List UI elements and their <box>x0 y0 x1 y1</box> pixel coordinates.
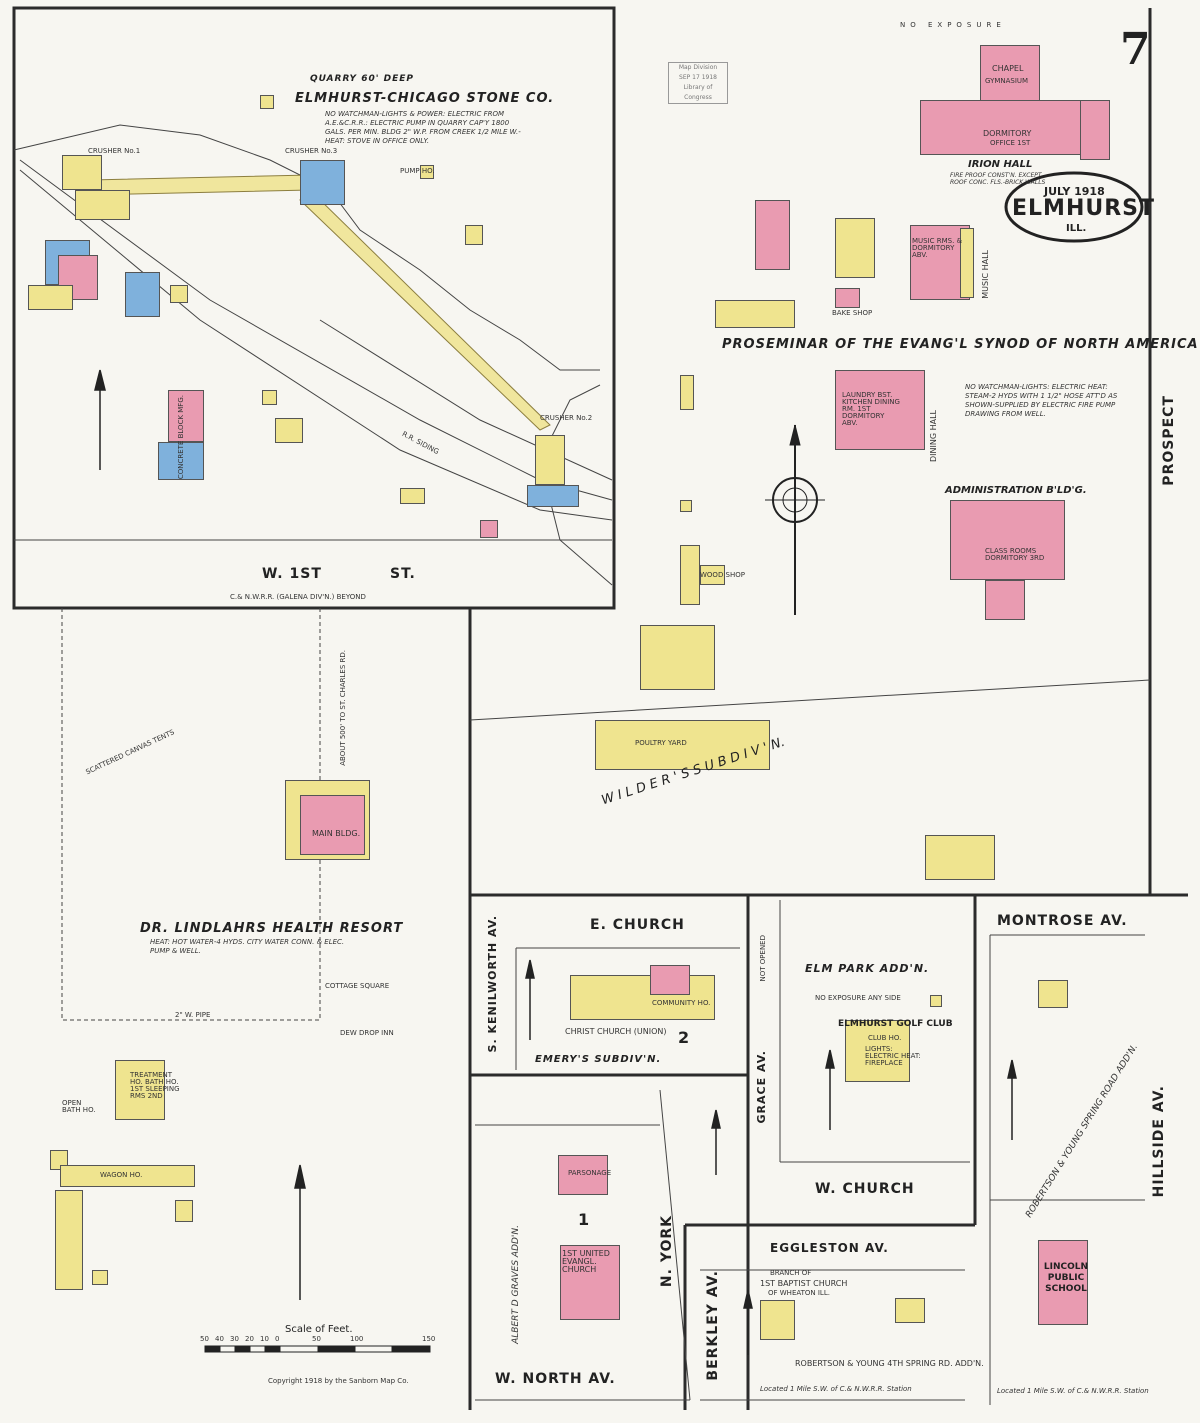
quarry-note: NO WATCHMAN-LIGHTS & POWER: ELECTRIC FRO… <box>325 110 521 145</box>
street-kenilworth: S. KENILWORTH AV. <box>486 915 499 1053</box>
street-hillside: HILLSIDE AV. <box>1151 1085 1167 1198</box>
street-w-church: W. CHURCH <box>815 1181 915 1197</box>
street-eggleston: EGGLESTON AV. <box>770 1241 889 1255</box>
lincoln-location: Located 1 Mile S.W. of C.& N.W.R.R. Stat… <box>997 1387 1149 1395</box>
stamp-line-2: SEP 17 1918 <box>679 74 717 81</box>
chapel-label: CHAPEL <box>992 64 1024 73</box>
no-exposure-top: NO EXPOSURE <box>900 21 1006 29</box>
admin-building: ADMINISTRATION B'LD'G. <box>945 485 1087 496</box>
scale-tick: 50 <box>312 1335 321 1343</box>
street-berkley: BERKLEY AV. <box>705 1270 721 1381</box>
state-name: ILL. <box>1066 223 1087 234</box>
resort-name: DR. LINDLAHRS HEALTH RESORT <box>140 921 404 936</box>
graves-church-label: 1ST UNITED EVANGL. CHURCH <box>562 1249 610 1274</box>
golf-club-label: ELMHURST GOLF CLUB <box>838 1019 953 1029</box>
crusher-3-label: CRUSHER No.3 <box>285 147 338 155</box>
graves-add: ALBERT D GRAVES ADD'N. <box>511 1225 521 1344</box>
elm-park-add: ELM PARK ADD'N. <box>805 962 930 975</box>
scale-tick: 30 <box>230 1335 239 1343</box>
scale-tick: 50 <box>200 1335 209 1343</box>
laundry-label: LAUNDRY BST. KITCHEN DINING RM. 1ST DORM… <box>842 391 900 427</box>
open-bath-label: OPEN BATH HO. <box>62 1099 96 1114</box>
lc-stamp: Map Division SEP 17 1918 Library of Cong… <box>668 62 728 104</box>
treatment-label: TREATMENT HO. BATH HO. 1ST SLEEPING RMS … <box>130 1071 180 1100</box>
branch-label: BRANCH OF <box>770 1269 812 1277</box>
quarry-depth: QUARRY 60' DEEP <box>310 74 414 84</box>
emerys-subdiv: EMERY'S SUBDIV'N. <box>535 1054 662 1065</box>
dining-hall-label: DINING HALL <box>929 410 938 462</box>
north-arrows <box>94 369 1017 1355</box>
gym-label: GYMNASIUM <box>985 77 1029 85</box>
wagon-label: WAGON HO. <box>100 1171 143 1179</box>
baptist-location: Located 1 Mile S.W. of C.& N.W.R.R. Stat… <box>760 1385 912 1393</box>
stone-company: ELMHURST-CHICAGO STONE CO. <box>295 91 555 106</box>
spring-rd-add: ROBERTSON & YOUNG 4TH SPRING RD. ADD'N. <box>795 1359 984 1368</box>
about-500-label: ABOUT 500' TO ST. CHARLES RD. <box>339 650 347 766</box>
crusher-1-label: CRUSHER No.1 <box>88 147 141 155</box>
golf-note: LIGHTS: ELECTRIC HEAT: FIREPLACE <box>865 1045 921 1067</box>
street-grace: GRACE AV. <box>755 1050 768 1124</box>
stamp-line-3: Library of Congress <box>683 84 713 101</box>
dew-drop-label: DEW DROP INN <box>340 1029 394 1037</box>
block-1: 1 <box>578 1210 590 1229</box>
parsonage-label: PARSONAGE <box>568 1169 612 1177</box>
music-rooms-label: MUSIC RMS. & DORMITORY ABV. <box>912 237 963 259</box>
scale-tick: 150 <box>422 1335 436 1343</box>
office-label: OFFICE 1ST <box>990 139 1031 147</box>
scale-bar <box>204 1345 431 1353</box>
elm-park-exposure: NO EXPOSURE ANY SIDE <box>815 994 901 1002</box>
block-2: 2 <box>678 1028 690 1047</box>
scale-tick: 100 <box>350 1335 364 1343</box>
street-n-york: N. YORK <box>659 1215 675 1288</box>
lincoln-school: LINCOLN PUBLIC SCHOOL <box>1043 1262 1089 1294</box>
street-prospect: PROSPECT <box>1161 395 1177 486</box>
music-hall-label: MUSIC HALL <box>981 250 990 299</box>
railroad-label: C.& N.W.R.R. (GALENA DIV'N.) BEYOND <box>230 593 366 601</box>
baptist-church-label: 1ST BAPTIST CHURCH <box>760 1279 848 1288</box>
scale-tick: 0 <box>275 1335 280 1343</box>
scale-tick: 20 <box>245 1335 254 1343</box>
crusher-2-label: CRUSHER No.2 <box>540 414 593 422</box>
street-st: ST. <box>390 566 416 582</box>
scale-ticks: 50 40 30 20 10 0 50 100 150 <box>200 1336 440 1346</box>
baptist-of-label: OF WHEATON ILL. <box>768 1289 830 1297</box>
community-label: COMMUNITY HO. <box>652 999 711 1007</box>
christ-church-label: CHRIST CHURCH (UNION) <box>565 1027 667 1036</box>
concrete-block-label: CONCRETE BLOCK MFG. <box>177 395 185 480</box>
pump-label: PUMP HO. <box>400 167 435 175</box>
club-ho-label: CLUB HO. <box>868 1034 902 1042</box>
fireproof-note: FIRE PROOF CONST'N. EXCEPT ROOF CONC. FL… <box>950 172 1046 186</box>
seminary-name: PROSEMINAR OF THE EVANG'L SYNOD OF NORTH… <box>722 337 1199 352</box>
city-name: ELMHURST <box>1012 196 1156 221</box>
cottage-label: COTTAGE SQUARE <box>325 982 390 990</box>
bake-shop-label: BAKE SHOP <box>832 309 873 317</box>
main-building-label: MAIN BLDG. <box>312 829 361 838</box>
resort-note: HEAT: HOT WATER-4 HYDS. CITY WATER CONN.… <box>150 938 345 955</box>
copyright: Copyright 1918 by the Sanborn Map Co. <box>268 1377 409 1385</box>
seminary-note: NO WATCHMAN-LIGHTS: ELECTRIC HEAT: STEAM… <box>965 383 1118 418</box>
scale-label: Scale of Feet. <box>285 1324 353 1335</box>
street-e-church: E. CHURCH <box>590 917 685 933</box>
sheet-number: 7 <box>1120 24 1151 75</box>
scale-tick: 10 <box>260 1335 269 1343</box>
stamp-line-1: Map Division <box>678 64 718 71</box>
pipe-label: 2" W. PIPE <box>175 1011 211 1019</box>
not-opened-label: NOT OPENED <box>759 935 767 982</box>
date-cartouche <box>1004 171 1144 243</box>
street-w-1st: W. 1ST <box>262 566 322 582</box>
sheet-date: JULY 1918 <box>1044 185 1105 198</box>
dormitory-label: DORMITORY <box>983 129 1032 138</box>
scale-tick: 40 <box>215 1335 224 1343</box>
class-rooms-label: CLASS ROOMS DORMITORY 3RD <box>985 547 1045 562</box>
irion-hall: IRION HALL <box>968 159 1033 170</box>
street-w-north: W. NORTH AV. <box>495 1371 616 1387</box>
compass-rose-icon <box>765 424 825 615</box>
wood-shop-label: WOOD SHOP <box>700 571 745 579</box>
street-montrose: MONTROSE AV. <box>997 913 1128 929</box>
poultry-label: POULTRY YARD <box>635 739 687 747</box>
